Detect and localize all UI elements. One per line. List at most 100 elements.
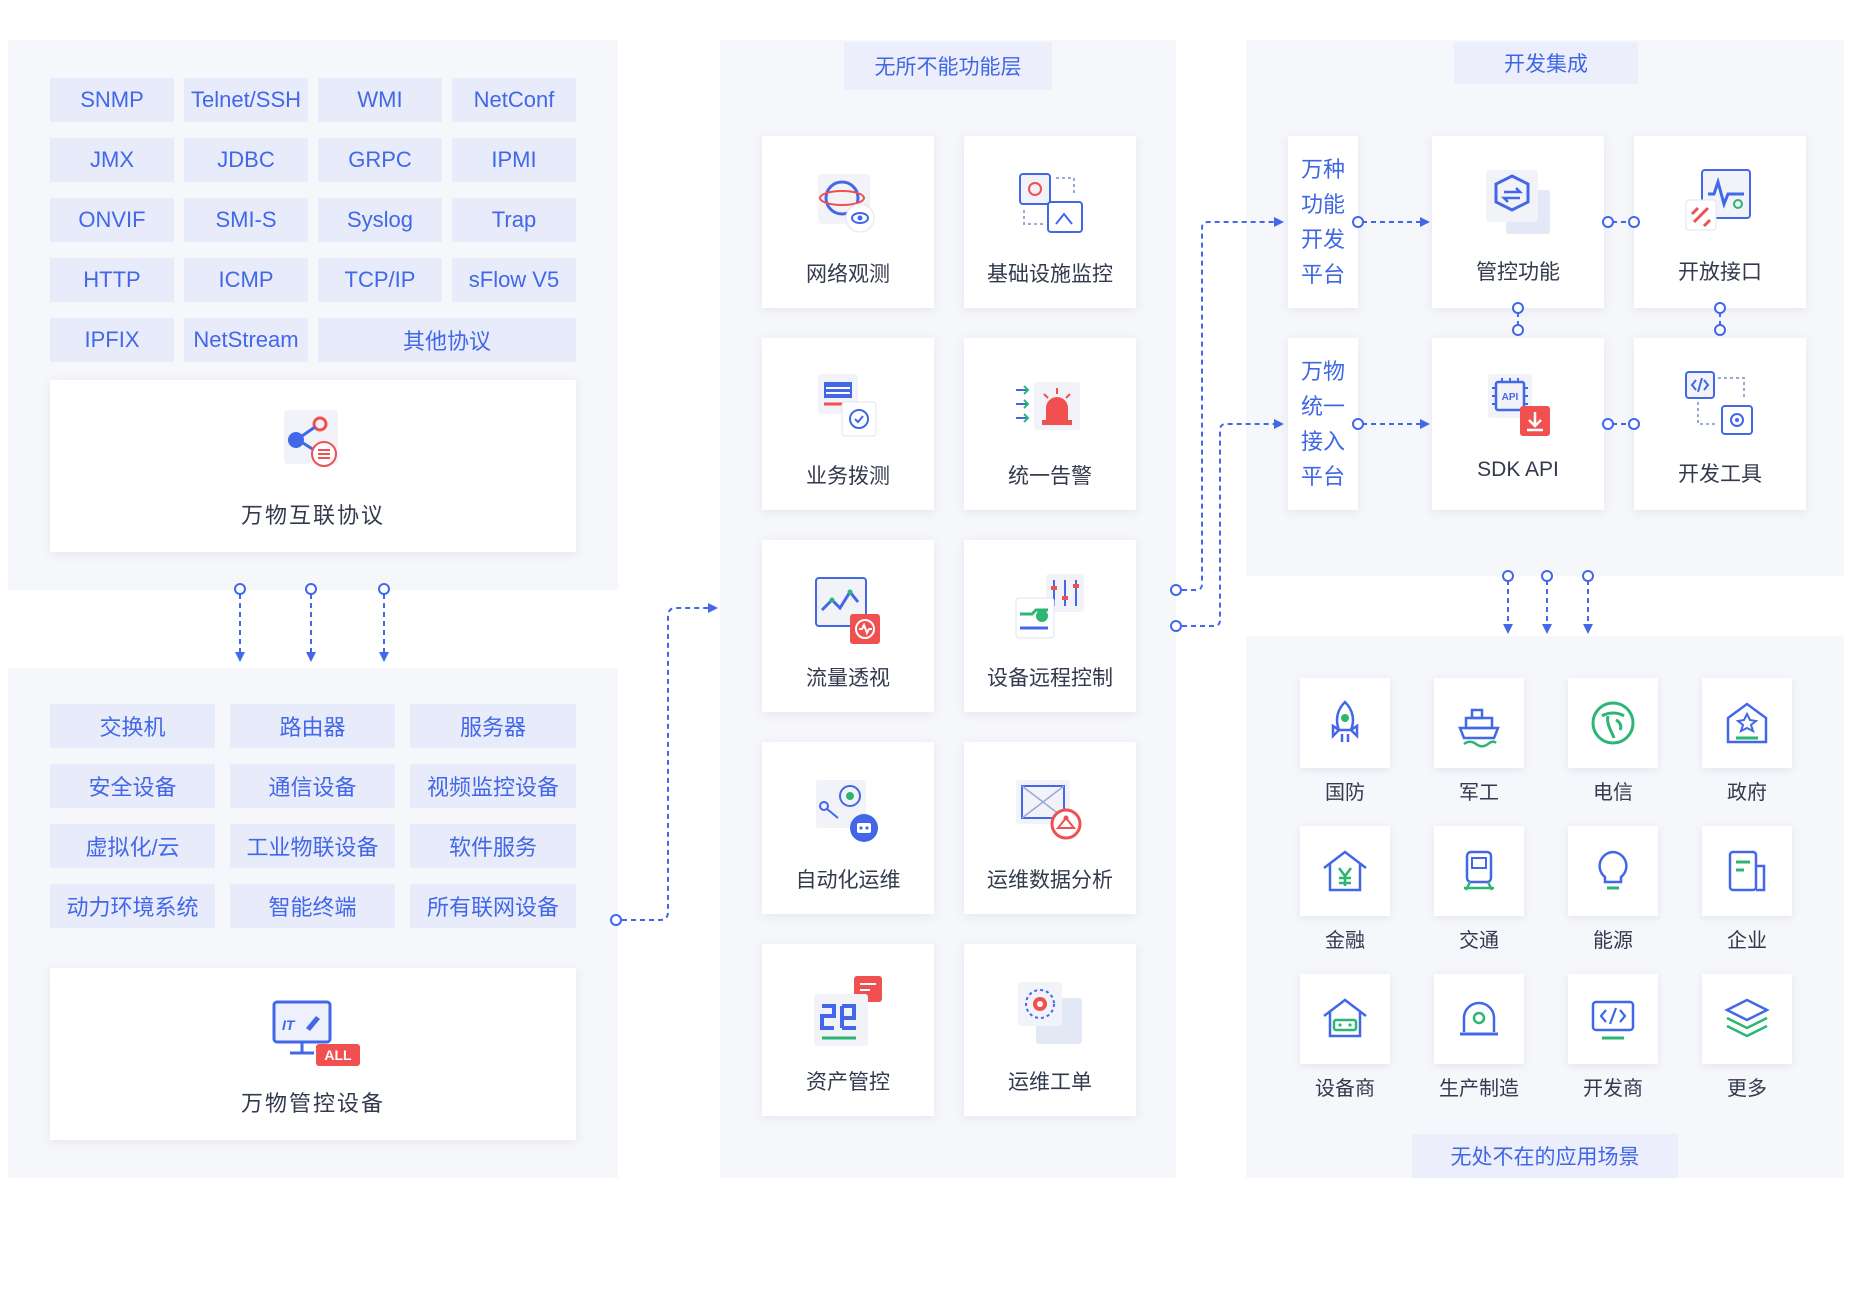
protocol-chip[interactable]: NetConf <box>452 78 576 122</box>
function-card-traffic[interactable]: 流量透视 <box>762 540 934 712</box>
open-interface-icon <box>1680 164 1760 244</box>
function-label: 网络观测 <box>806 263 890 286</box>
function-card-work-order[interactable]: 运维工单 <box>964 944 1136 1116</box>
function-layer-title: 无所不能功能层 <box>844 42 1052 90</box>
scenario-label: 军工 <box>1459 782 1499 804</box>
managed-device-card[interactable]: IT ALL 万物管控设备 <box>50 968 576 1140</box>
protocol-chip[interactable]: NetStream <box>184 318 308 362</box>
government-icon <box>1726 702 1768 744</box>
scenario-label: 金融 <box>1325 930 1365 952</box>
infrastructure-monitor-icon <box>1010 166 1090 246</box>
platform-text: 统一 <box>1300 394 1345 419</box>
protocol-chip[interactable]: Trap <box>452 198 576 242</box>
platform-text: 开发 <box>1300 227 1345 252</box>
scenario-telecom[interactable] <box>1568 678 1658 768</box>
platform-unified-access[interactable]: 万物 统一 接入 平台 <box>1288 338 1358 510</box>
function-label: 业务拨测 <box>806 465 890 488</box>
managed-device-label: 万物管控设备 <box>240 1091 385 1116</box>
device-chip[interactable]: 视频监控设备 <box>410 764 576 808</box>
protocol-chip[interactable]: IPMI <box>452 138 576 182</box>
scenario-enterprise[interactable] <box>1702 826 1792 916</box>
dev-card-label: 管控功能 <box>1476 261 1560 284</box>
automation-robot-icon <box>808 772 888 852</box>
protocol-chip[interactable]: ONVIF <box>50 198 174 242</box>
protocol-chip[interactable]: IPFIX <box>50 318 174 362</box>
protocol-chip[interactable]: sFlow V5 <box>452 258 576 302</box>
scenario-manufacturing[interactable] <box>1434 974 1524 1064</box>
device-vendor-icon <box>1323 998 1367 1038</box>
function-card-infrastructure[interactable]: 基础设施监控 <box>964 136 1136 308</box>
work-order-icon <box>1010 974 1090 1054</box>
function-card-network-observe[interactable]: 网络观测 <box>762 136 934 308</box>
scenario-label: 企业 <box>1727 930 1767 952</box>
iot-protocol-card[interactable]: 万物互联协议 <box>50 380 576 552</box>
device-chip[interactable]: 通信设备 <box>230 764 395 808</box>
monitor-all-icon: IT ALL <box>262 998 362 1070</box>
scenario-finance[interactable] <box>1300 826 1390 916</box>
protocol-chip[interactable]: HTTP <box>50 258 174 302</box>
bulb-icon <box>1598 850 1628 890</box>
device-chip[interactable]: 交换机 <box>50 704 215 748</box>
device-chip[interactable]: 路由器 <box>230 704 395 748</box>
function-label: 设备远程控制 <box>987 667 1113 690</box>
scenario-label: 交通 <box>1459 930 1499 952</box>
function-card-automation[interactable]: 自动化运维 <box>762 742 934 914</box>
function-card-asset[interactable]: 资产管控 <box>762 944 934 1116</box>
dev-card-control-function[interactable]: 管控功能 <box>1432 136 1604 308</box>
rocket-icon <box>1331 700 1359 742</box>
remote-control-icon <box>1010 570 1090 650</box>
data-analysis-icon <box>1010 772 1090 852</box>
globe-eye-icon <box>808 166 888 246</box>
dev-card-label: 开发工具 <box>1678 463 1762 486</box>
protocol-chip[interactable]: SMI-S <box>184 198 308 242</box>
platform-function-dev[interactable]: 万种 功能 开发 平台 <box>1288 136 1358 308</box>
function-card-remote-control[interactable]: 设备远程控制 <box>964 540 1136 712</box>
platform-text: 万种 <box>1300 157 1345 182</box>
protocol-chip[interactable]: TCP/IP <box>318 258 442 302</box>
network-share-icon <box>278 406 348 476</box>
protocol-chip[interactable]: GRPC <box>318 138 442 182</box>
scenario-military[interactable] <box>1434 678 1524 768</box>
platform-text: 接入 <box>1300 429 1345 454</box>
device-chip[interactable]: 工业物联设备 <box>230 824 395 868</box>
ship-icon <box>1458 708 1500 748</box>
device-chip[interactable]: 安全设备 <box>50 764 215 808</box>
dev-card-sdk-api[interactable]: API SDK API <box>1432 338 1604 510</box>
telecom-icon <box>1591 701 1635 745</box>
protocol-chip[interactable]: SNMP <box>50 78 174 122</box>
protocol-chip[interactable]: Syslog <box>318 198 442 242</box>
device-chip[interactable]: 软件服务 <box>410 824 576 868</box>
scenario-more[interactable] <box>1702 974 1792 1064</box>
function-card-dial-test[interactable]: 业务拨测 <box>762 338 934 510</box>
scenario-device-vendor[interactable] <box>1300 974 1390 1064</box>
device-chip[interactable]: 服务器 <box>410 704 576 748</box>
device-chip[interactable]: 虚拟化/云 <box>50 824 215 868</box>
sdk-api-icon: API <box>1478 366 1558 446</box>
function-card-data-analysis[interactable]: 运维数据分析 <box>964 742 1136 914</box>
scenario-government[interactable] <box>1702 678 1792 768</box>
train-icon <box>1464 850 1494 891</box>
protocol-chip[interactable]: JMX <box>50 138 174 182</box>
device-chip[interactable]: 所有联网设备 <box>410 884 576 928</box>
dev-card-dev-tools[interactable]: 开发工具 <box>1634 338 1806 510</box>
function-card-alarm[interactable]: 统一告警 <box>964 338 1136 510</box>
scenario-energy[interactable] <box>1568 826 1658 916</box>
dev-tools-icon <box>1680 366 1760 446</box>
dev-card-label: SDK API <box>1477 458 1559 481</box>
traffic-chart-icon <box>808 570 888 650</box>
protocol-chip[interactable]: JDBC <box>184 138 308 182</box>
dev-card-open-interface[interactable]: 开放接口 <box>1634 136 1806 308</box>
protocol-chip[interactable]: ICMP <box>184 258 308 302</box>
protocol-chip[interactable]: WMI <box>318 78 442 122</box>
device-chip[interactable]: 动力环境系统 <box>50 884 215 928</box>
scenario-transport[interactable] <box>1434 826 1524 916</box>
protocol-chip[interactable]: 其他协议 <box>318 318 576 362</box>
protocol-chip[interactable]: Telnet/SSH <box>184 78 308 122</box>
dial-test-icon <box>808 368 888 448</box>
finance-icon <box>1323 850 1367 892</box>
scenario-developer[interactable] <box>1568 974 1658 1064</box>
dev-card-label: 开放接口 <box>1678 261 1762 284</box>
scenario-label: 电信 <box>1593 782 1633 804</box>
device-chip[interactable]: 智能终端 <box>230 884 395 928</box>
scenario-defense[interactable] <box>1300 678 1390 768</box>
